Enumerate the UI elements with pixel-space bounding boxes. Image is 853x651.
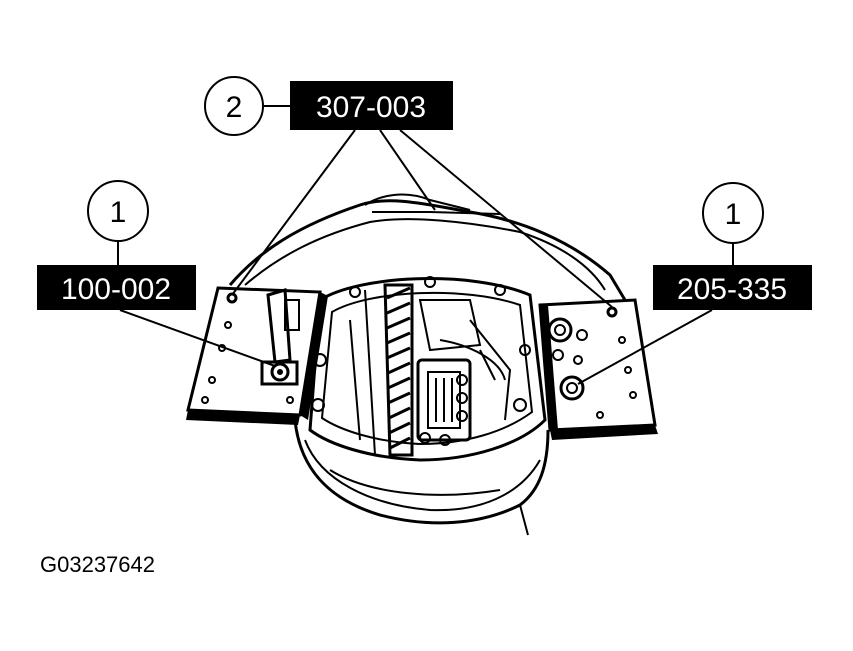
- left-spreader-plate: [186, 286, 328, 425]
- flange-bolts: [311, 276, 531, 412]
- tool-label-100-002: [37, 265, 196, 310]
- tool-label-307-003: [290, 81, 453, 130]
- right-spreader-plate: [538, 298, 658, 440]
- callout-number-2: 2: [226, 91, 243, 124]
- tool-number-205-335: 205-335: [677, 273, 787, 306]
- tool-number-100-002: 100-002: [61, 273, 171, 306]
- differential-housing: [228, 193, 627, 536]
- leader-lines: [117, 105, 734, 385]
- callout-1-left: 1 100-002: [37, 180, 196, 310]
- tool-number-307-003: 307-003: [316, 91, 426, 124]
- tool-label-205-335: [653, 265, 812, 310]
- figure-id: G03237642: [40, 552, 155, 577]
- callout-number-1-right: 1: [725, 198, 742, 231]
- callout-1-right: 1 205-335: [653, 182, 812, 310]
- ring-gear: [349, 283, 414, 457]
- differential-case: [416, 299, 512, 446]
- callout-number-1-left: 1: [110, 196, 127, 229]
- callout-2: 2 307-003: [204, 76, 453, 136]
